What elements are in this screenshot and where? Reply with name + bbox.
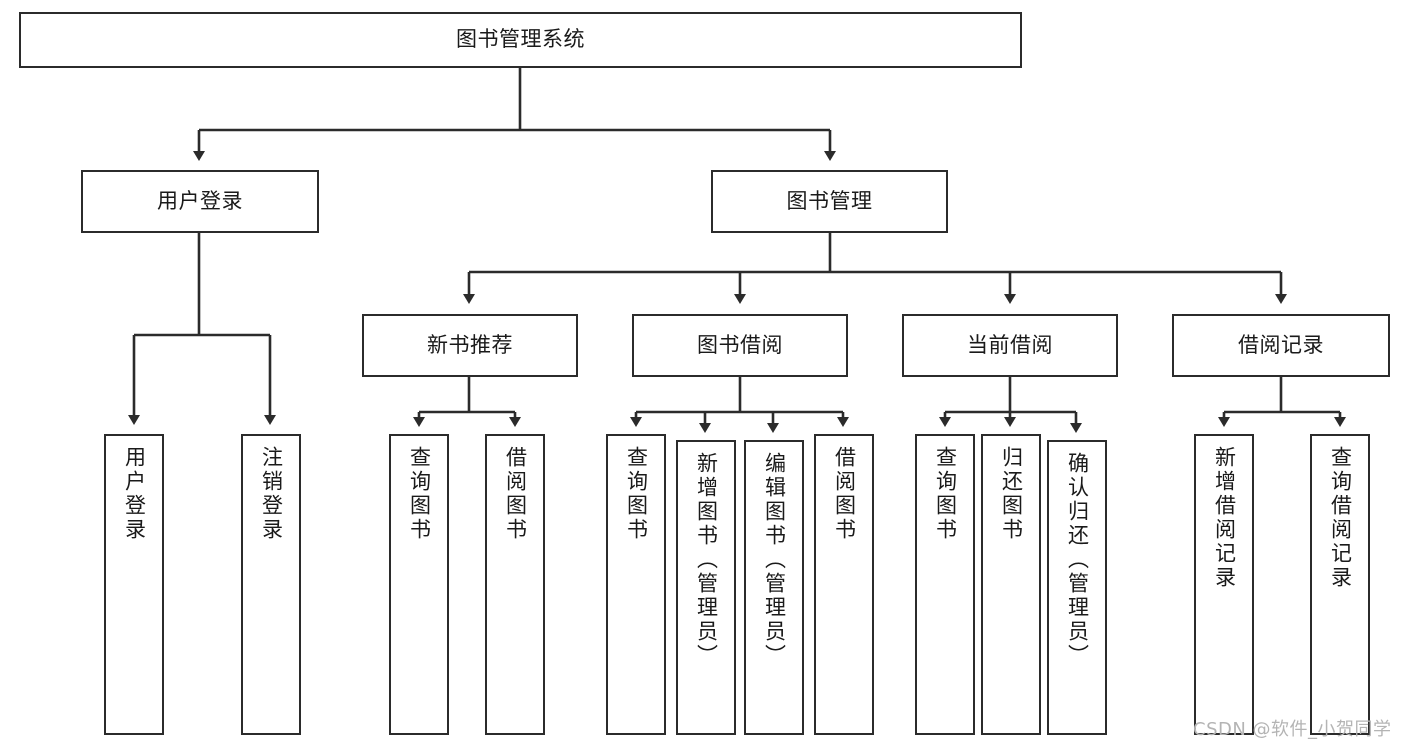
leaf-record-query-record[interactable]: 查询借阅记录 (1310, 434, 1370, 735)
node-label: 查询借阅记录 (1328, 446, 1353, 590)
node-label: 用户登录 (122, 446, 147, 542)
node-label: 查询图书 (407, 446, 432, 542)
leaf-borrow-edit-book-admin[interactable]: 编辑图书（管理员） (744, 440, 804, 735)
node-book-borrow[interactable]: 图书借阅 (632, 314, 848, 377)
leaf-user-login-login[interactable]: 用户登录 (104, 434, 164, 735)
leaf-current-confirm-return-admin[interactable]: 确认归还（管理员） (1047, 440, 1107, 735)
node-label: 确认归还（管理员） (1065, 452, 1090, 668)
node-root-book-management-system[interactable]: 图书管理系统 (19, 12, 1022, 68)
node-label: 借阅记录 (1238, 332, 1324, 357)
csdn-watermark: CSDN @软件_小贺同学 (1193, 719, 1392, 740)
leaf-new-book-borrow[interactable]: 借阅图书 (485, 434, 545, 735)
leaf-borrow-borrow-book[interactable]: 借阅图书 (814, 434, 874, 735)
leaf-new-book-query[interactable]: 查询图书 (389, 434, 449, 735)
node-label: 编辑图书（管理员） (762, 452, 787, 668)
leaf-borrow-add-book-admin[interactable]: 新增图书（管理员） (676, 440, 736, 735)
node-label: 新增图书（管理员） (694, 452, 719, 668)
node-label: 新增借阅记录 (1212, 446, 1237, 590)
node-user-login[interactable]: 用户登录 (81, 170, 319, 233)
node-label: 归还图书 (999, 446, 1024, 542)
leaf-current-return-book[interactable]: 归还图书 (981, 434, 1041, 735)
node-label: 图书管理 (786, 188, 873, 213)
node-label: 借阅图书 (832, 446, 857, 542)
node-label: 图书管理系统 (456, 27, 585, 52)
node-label: 当前借阅 (967, 332, 1053, 357)
node-borrow-record[interactable]: 借阅记录 (1172, 314, 1390, 377)
leaf-user-login-logout[interactable]: 注销登录 (241, 434, 301, 735)
leaf-current-query-book[interactable]: 查询图书 (915, 434, 975, 735)
node-label: 查询图书 (624, 446, 649, 542)
leaf-borrow-query-book[interactable]: 查询图书 (606, 434, 666, 735)
node-book-management[interactable]: 图书管理 (711, 170, 948, 233)
node-label: 查询图书 (933, 446, 958, 542)
node-current-borrow[interactable]: 当前借阅 (902, 314, 1118, 377)
node-label: 图书借阅 (697, 332, 783, 357)
node-label: 借阅图书 (503, 446, 528, 542)
node-new-book-recommend[interactable]: 新书推荐 (362, 314, 578, 377)
node-label: 注销登录 (259, 446, 284, 542)
leaf-record-add-record[interactable]: 新增借阅记录 (1194, 434, 1254, 735)
node-label: 新书推荐 (427, 332, 513, 357)
node-label: 用户登录 (157, 188, 243, 213)
